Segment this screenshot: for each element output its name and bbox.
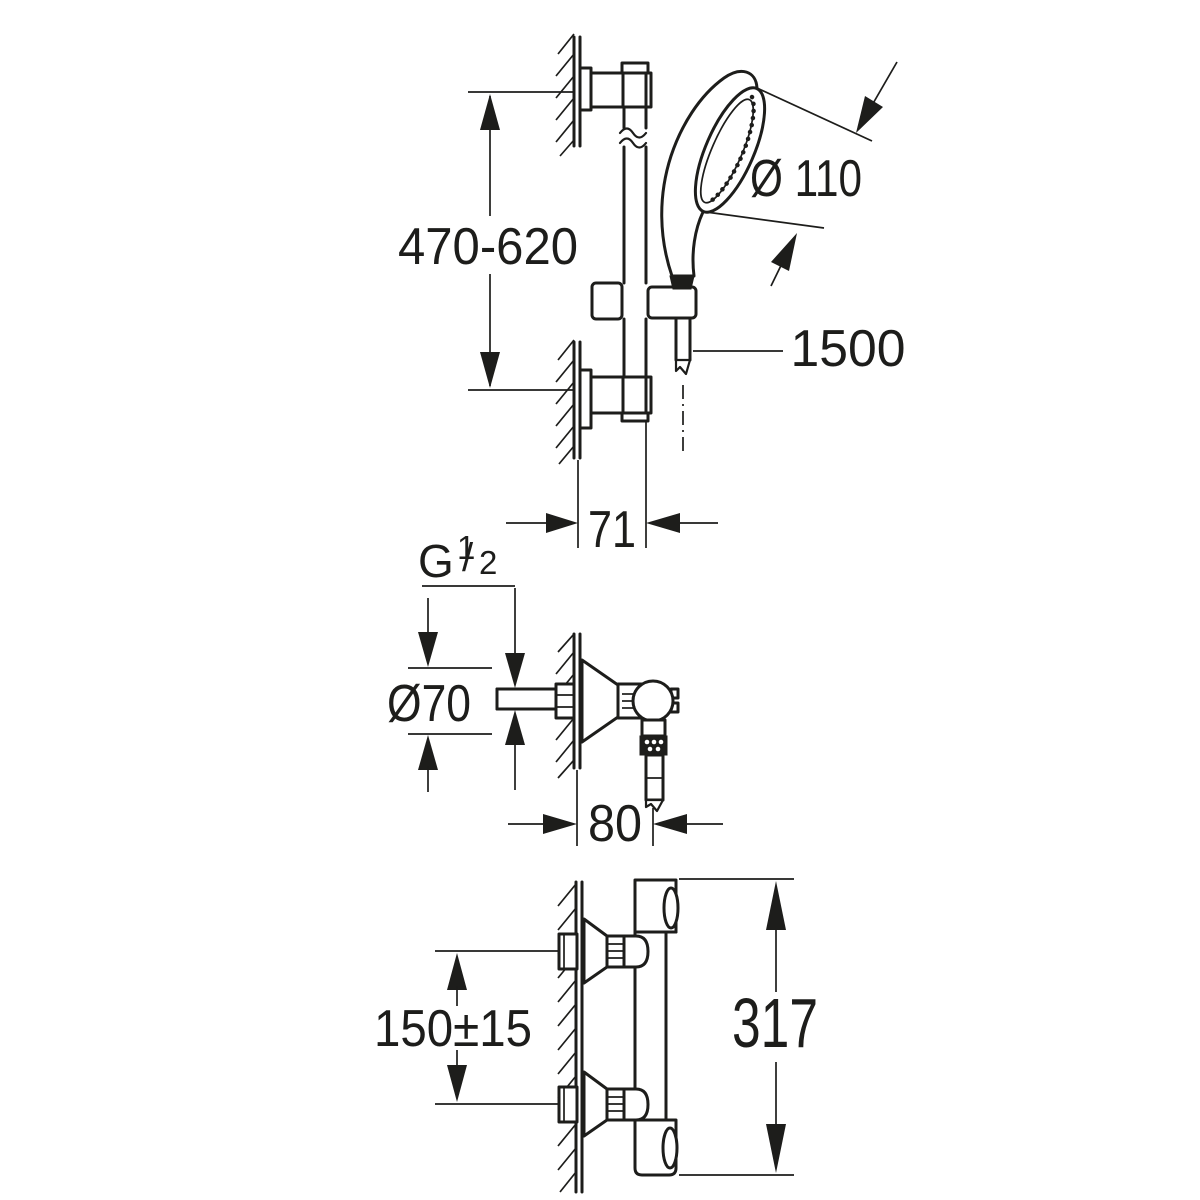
dimension-union-offset: 80 <box>508 770 723 853</box>
rail-bracket-bottom <box>578 368 653 430</box>
inlet-bottom <box>582 1070 626 1138</box>
holder-knob <box>631 679 675 723</box>
wall-thermostat <box>557 880 584 1194</box>
dim-label-height-range: 470-620 <box>398 218 578 276</box>
hand-shower <box>660 69 767 278</box>
shower-rail <box>618 105 648 379</box>
escutcheon-cone <box>580 658 620 744</box>
dimension-rail-offset: 71 <box>506 420 718 559</box>
dimension-body-height: 317 <box>679 878 818 1176</box>
knurled-nut <box>639 735 668 756</box>
supply-nipple <box>495 682 576 720</box>
union-nut-bottom <box>622 1087 650 1122</box>
hex-nut <box>554 682 576 720</box>
thermostat-body <box>622 878 680 1177</box>
thread-label-g: G <box>418 535 454 587</box>
escutcheon-cone <box>582 1070 609 1138</box>
dim-label-escutcheon-diameter: Ø70 <box>387 675 471 733</box>
dim-label-rail-offset: 71 <box>588 501 636 559</box>
thermostat-view: 150±15 317 <box>374 878 818 1194</box>
supply-stub-bottom <box>557 1085 579 1124</box>
dimension-head-diameter: Ø 110 <box>705 61 898 287</box>
leader-hose-length: 1500 <box>693 320 906 378</box>
supply-stub-top <box>557 932 579 971</box>
dim-label-head-diameter: Ø 110 <box>750 150 862 208</box>
thread-label-numerator: 1 <box>457 529 475 566</box>
rail-break-mark <box>618 127 648 139</box>
dimension-connection-spacing: 150±15 <box>374 950 558 1105</box>
dim-label-body-height: 317 <box>732 984 818 1062</box>
inlet-top <box>582 917 626 985</box>
spray-nozzle-dots <box>705 94 756 206</box>
handset-holder <box>590 275 698 321</box>
thread-label-denominator: 2 <box>479 544 497 581</box>
wall-hatch <box>555 33 575 157</box>
rail-break-mark <box>618 137 648 149</box>
callout-thread-size: G 1 / 2 <box>418 529 525 790</box>
wall-hatch <box>557 883 577 1193</box>
hose-break-mark <box>674 358 692 376</box>
hose-break-mark <box>644 798 665 813</box>
dim-label-connection-spacing: 150±15 <box>374 1000 532 1058</box>
wall-hatch <box>555 339 575 465</box>
handle-knob-bottom <box>661 1126 679 1170</box>
rail-end-cap <box>620 61 650 75</box>
wall-top <box>555 33 582 157</box>
wall-bottom <box>555 339 582 465</box>
thread-label-slash: / <box>462 536 474 580</box>
handle-grip-cone <box>669 275 695 290</box>
wall-union-view: G 1 / 2 Ø70 80 <box>387 529 723 853</box>
shower-rail-view: 470-620 Ø 110 1500 71 <box>398 33 906 559</box>
shower-head-face <box>693 86 767 214</box>
dim-label-hose-length: 1500 <box>791 320 906 378</box>
dimension-escutcheon-diameter: Ø70 <box>387 598 492 792</box>
dim-label-union-offset: 80 <box>588 795 642 853</box>
hose-connector <box>674 316 692 456</box>
escutcheon-cone <box>582 917 609 985</box>
rail-bracket-top <box>578 61 653 112</box>
handle-knob-top <box>662 886 680 930</box>
union-nut-top <box>622 934 650 969</box>
hose-outlet <box>639 718 668 813</box>
dimension-height-range: 470-620 <box>398 91 578 391</box>
holder-body <box>616 679 680 723</box>
rail-end-cap <box>620 411 650 423</box>
